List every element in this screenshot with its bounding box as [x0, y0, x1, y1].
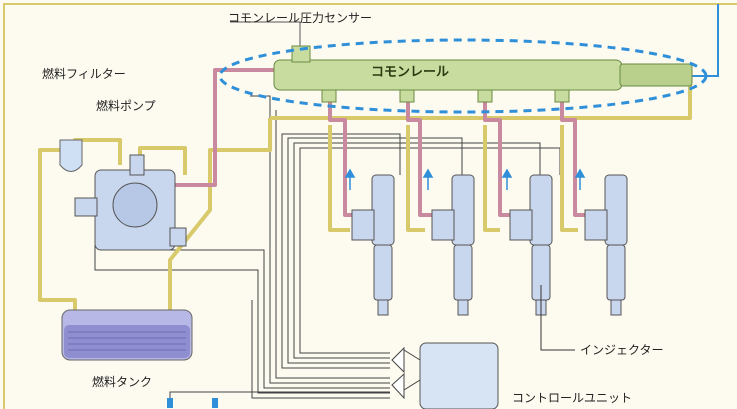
fuel-tank [61, 309, 193, 361]
control-wires [94, 95, 561, 399]
rail-dashed-outline [218, 38, 708, 114]
fuel-pump [74, 154, 187, 251]
injector-3 [509, 174, 553, 316]
rail-pressure-sensor-label: コモンレール圧力センサー [228, 11, 373, 25]
common-rail [273, 45, 693, 103]
fuel-filter [59, 139, 83, 172]
injector-leader-line [540, 285, 575, 351]
outer-frame [3, 3, 737, 409]
sensor-signal-line [230, 21, 301, 50]
injector-1 [351, 174, 395, 316]
control-unit [391, 342, 499, 409]
control-unit-label: コントロールユニット [512, 391, 633, 405]
fuel-pump-label: 燃料ポンプ [96, 99, 156, 113]
tank-valves [167, 398, 218, 408]
rail-return-signal-line [690, 4, 719, 77]
injector-2 [431, 174, 475, 316]
common-rail-label: コモンレール [370, 65, 449, 80]
low-pressure-lines [38, 80, 692, 320]
fuel-tank-label: 燃料タンク [92, 375, 153, 389]
injectors [351, 174, 628, 316]
injector-label: インジェクター [580, 343, 664, 357]
flow-arrows [344, 168, 586, 190]
injector-4 [584, 174, 628, 316]
tank-bottom-line [169, 391, 390, 398]
fuel-filter-label: 燃料フィルター [42, 67, 126, 81]
